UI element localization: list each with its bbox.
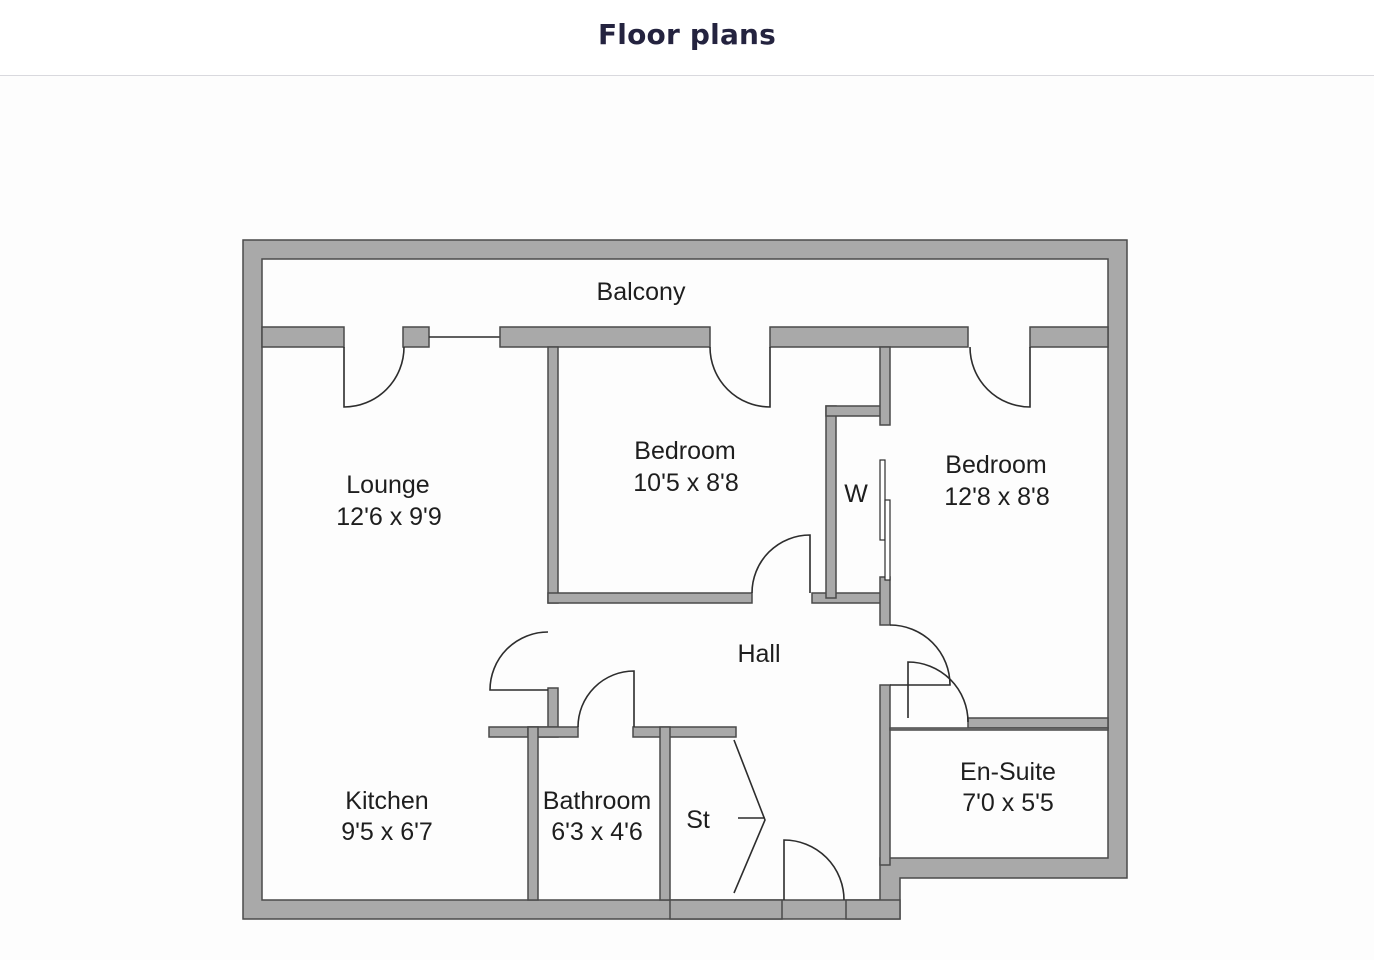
wardrobe-left-wall bbox=[825, 405, 837, 599]
ensuite-size: 7'0 x 5'5 bbox=[962, 789, 1054, 817]
bedroom2-balcony-door bbox=[969, 346, 1031, 408]
ensuite-door bbox=[907, 661, 969, 723]
bedroom1-hall-door bbox=[751, 534, 811, 594]
hall-lower-left-wall bbox=[547, 687, 559, 729]
wardrobe-top-wall bbox=[825, 405, 889, 417]
hall-bottom-wall-left bbox=[669, 899, 783, 920]
kitchen-label: Kitchen bbox=[345, 787, 428, 815]
bedroom1-balcony-door bbox=[709, 346, 771, 408]
lounge-hall-door bbox=[489, 631, 549, 691]
bathroom-label: Bathroom bbox=[543, 787, 651, 815]
kitchen-size: 9'5 x 6'7 bbox=[341, 818, 433, 846]
bedroom2-hall-door bbox=[889, 624, 951, 686]
ensuite-label: En-Suite bbox=[960, 758, 1056, 786]
balcony-wall-mid-3 bbox=[769, 326, 969, 348]
balcony-wall-mid-1 bbox=[402, 326, 430, 348]
bedroom1-label: Bedroom bbox=[634, 437, 735, 465]
balcony-wall-mid-2 bbox=[499, 326, 711, 348]
bedroom1-size: 10'5 x 8'8 bbox=[633, 469, 738, 497]
bathroom-store-wall bbox=[659, 726, 671, 901]
bedroom2-wall-mid bbox=[879, 576, 891, 626]
lounge-size: 12'6 x 9'9 bbox=[336, 503, 441, 531]
wardrobe-label: W bbox=[844, 480, 868, 508]
hall-label: Hall bbox=[737, 640, 780, 668]
floor-plan-diagram: Balcony Lounge 12'6 x 9'9 Bedroom 10'5 x… bbox=[242, 239, 1128, 920]
entrance-door bbox=[783, 839, 845, 901]
lounge-bedroom-wall bbox=[547, 346, 559, 604]
balcony-wall-right bbox=[1029, 326, 1109, 348]
lounge-label: Lounge bbox=[346, 471, 429, 499]
wardrobe-slider-2 bbox=[884, 499, 891, 581]
hall-bottom-wall-right bbox=[845, 899, 901, 920]
ensuite-top-wall bbox=[967, 717, 1109, 729]
store-label: St bbox=[686, 806, 710, 834]
bathroom-size: 6'3 x 4'6 bbox=[551, 818, 643, 846]
ensuite-inner-wall bbox=[889, 727, 1109, 731]
bedroom2-label: Bedroom bbox=[945, 451, 1046, 479]
kitchen-bathroom-wall bbox=[527, 726, 539, 901]
ensuite-left-wall bbox=[879, 684, 891, 866]
bathroom-door bbox=[577, 670, 635, 728]
balcony-wall-left bbox=[261, 326, 345, 348]
bedroom1-hall-wall-b bbox=[811, 592, 889, 604]
wardrobe-slider-1 bbox=[879, 459, 886, 541]
bedroom1-hall-wall-a bbox=[547, 592, 753, 604]
lounge-balcony-door bbox=[343, 346, 405, 408]
bedroom2-size: 12'8 x 8'8 bbox=[944, 483, 1049, 511]
page-header: Floor plans bbox=[0, 0, 1374, 76]
page-title: Floor plans bbox=[597, 18, 777, 51]
store-bifold-door bbox=[733, 739, 766, 894]
balcony-label: Balcony bbox=[597, 278, 686, 306]
bedroom2-wall-upper bbox=[879, 346, 891, 426]
floor-plan-container: Balcony Lounge 12'6 x 9'9 Bedroom 10'5 x… bbox=[0, 76, 1374, 960]
bathroom-top-wall-b bbox=[632, 726, 737, 738]
